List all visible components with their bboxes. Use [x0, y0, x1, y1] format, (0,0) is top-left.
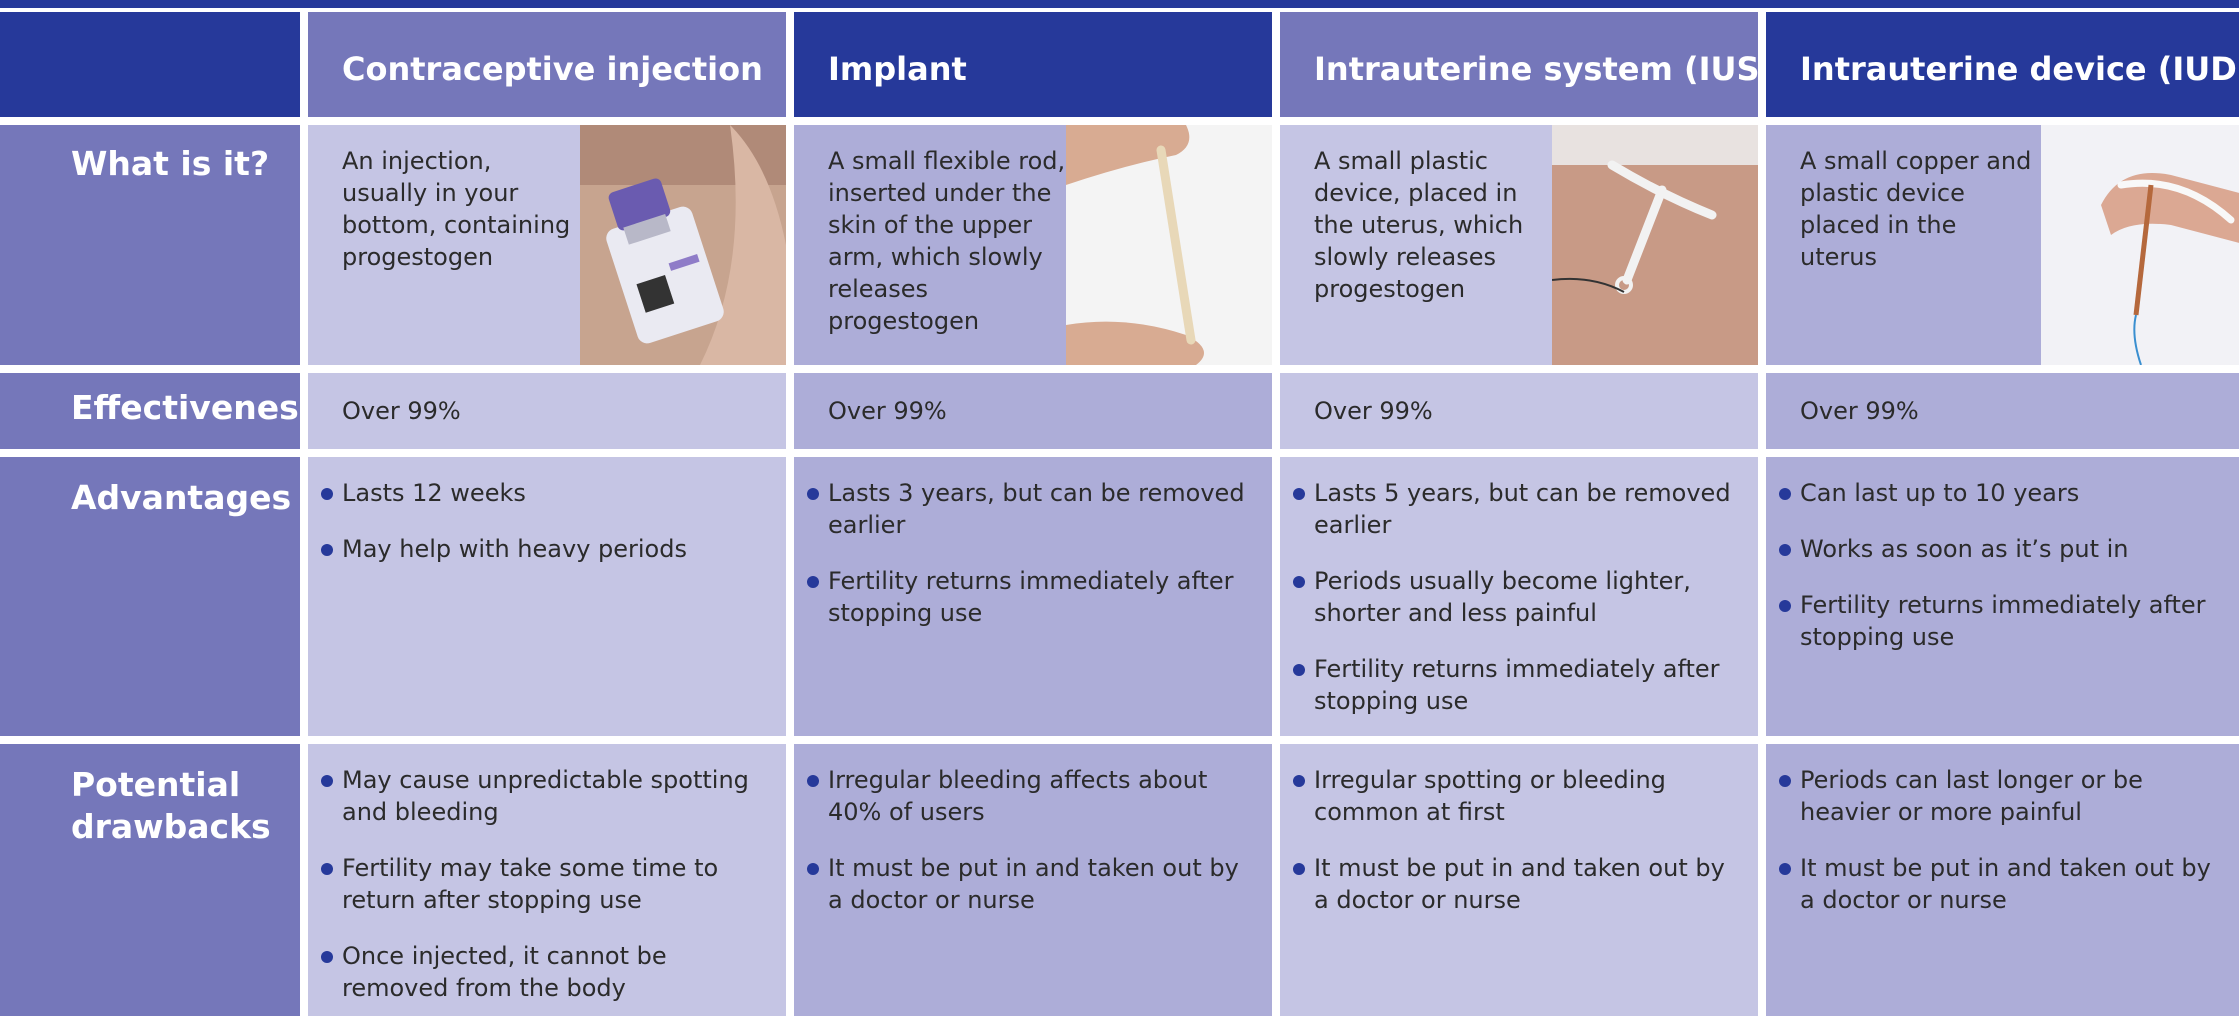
description-iud: A small copper and plastic device placed… [1800, 147, 2032, 271]
what-cell-iud: A small copper and plastic device placed… [1766, 125, 2239, 365]
drawbacks-cell-iud: Periods can last longer or be heavier or… [1766, 744, 2239, 1016]
drawbacks-cell-implant: Irregular bleeding affects about 40% of … [794, 744, 1272, 1016]
effectiveness-implant: Over 99% [794, 373, 1272, 449]
list-item: Once injected, it cannot be removed from… [321, 940, 766, 1004]
list-item: Works as soon as it’s put in [1779, 533, 2227, 565]
list-item: It must be put in and taken out by a doc… [807, 852, 1252, 916]
effectiveness-iud: Over 99% [1766, 373, 2239, 449]
row-label-advantages: Advantages [0, 457, 300, 736]
description-ius: A small plastic device, placed in the ut… [1314, 147, 1524, 303]
comparison-table: Contraceptive injection Implant Intraute… [0, 12, 2239, 1016]
list-item: It must be put in and taken out by a doc… [1293, 852, 1738, 916]
row-label-effectiveness: Effectiveness [0, 373, 300, 449]
list-item: Irregular bleeding affects about 40% of … [807, 764, 1252, 828]
list-item: Periods usually become lighter, shorter … [1293, 565, 1738, 629]
column-header-injection: Contraceptive injection [308, 12, 786, 117]
advantages-cell-injection: Lasts 12 weeks May help with heavy perio… [308, 457, 786, 736]
list-item: Irregular spotting or bleeding common at… [1293, 764, 1738, 828]
advantages-list-ius: Lasts 5 years, but can be removed earlie… [1280, 457, 1758, 717]
list-item: Lasts 12 weeks [321, 477, 766, 509]
list-item: May help with heavy periods [321, 533, 766, 565]
ius-device-photo-icon [1552, 125, 1758, 365]
list-item: Lasts 3 years, but can be removed earlie… [807, 477, 1252, 541]
advantages-list-implant: Lasts 3 years, but can be removed earlie… [794, 457, 1272, 629]
effectiveness-ius: Over 99% [1280, 373, 1758, 449]
advantages-cell-implant: Lasts 3 years, but can be removed earlie… [794, 457, 1272, 736]
drawbacks-cell-injection: May cause unpredictable spotting and ble… [308, 744, 786, 1016]
list-item: Can last up to 10 years [1779, 477, 2227, 509]
row-label-drawbacks: Potential drawbacks [0, 744, 300, 1016]
list-item: Fertility returns immediately after stop… [807, 565, 1252, 629]
advantages-cell-iud: Can last up to 10 years Works as soon as… [1766, 457, 2239, 736]
drawbacks-cell-ius: Irregular spotting or bleeding common at… [1280, 744, 1758, 1016]
list-item: It must be put in and taken out by a doc… [1779, 852, 2227, 916]
drawbacks-list-iud: Periods can last longer or be heavier or… [1766, 744, 2239, 916]
injection-vial-photo-icon [580, 125, 786, 365]
column-header-iud: Intrauterine device (IUD) [1766, 12, 2239, 117]
list-item: Periods can last longer or be heavier or… [1779, 764, 2227, 828]
what-cell-implant: A small flexible rod, inserted under the… [794, 125, 1272, 365]
drawbacks-list-implant: Irregular bleeding affects about 40% of … [794, 744, 1272, 916]
description-injection: An injection, usually in your bottom, co… [342, 147, 571, 271]
advantages-list-iud: Can last up to 10 years Works as soon as… [1766, 457, 2239, 653]
top-border-bar [0, 0, 2239, 8]
advantages-list-injection: Lasts 12 weeks May help with heavy perio… [308, 457, 786, 565]
iud-device-photo-icon [2041, 125, 2239, 365]
drawbacks-list-injection: May cause unpredictable spotting and ble… [308, 744, 786, 1004]
what-cell-ius: A small plastic device, placed in the ut… [1280, 125, 1758, 365]
list-item: Lasts 5 years, but can be removed earlie… [1293, 477, 1738, 541]
list-item: Fertility may take some time to return a… [321, 852, 766, 916]
list-item: Fertility returns immediately after stop… [1779, 589, 2227, 653]
column-header-ius: Intrauterine system (IUS) [1280, 12, 1758, 117]
list-item: Fertility returns immediately after stop… [1293, 653, 1738, 717]
effectiveness-injection: Over 99% [308, 373, 786, 449]
advantages-cell-ius: Lasts 5 years, but can be removed earlie… [1280, 457, 1758, 736]
drawbacks-list-ius: Irregular spotting or bleeding common at… [1280, 744, 1758, 916]
header-corner [0, 12, 300, 117]
implant-rod-photo-icon [1066, 125, 1272, 365]
row-label-what: What is it? [0, 125, 300, 365]
description-implant: A small flexible rod, inserted under the… [828, 147, 1066, 335]
what-cell-injection: An injection, usually in your bottom, co… [308, 125, 786, 365]
list-item: May cause unpredictable spotting and ble… [321, 764, 766, 828]
column-header-implant: Implant [794, 12, 1272, 117]
